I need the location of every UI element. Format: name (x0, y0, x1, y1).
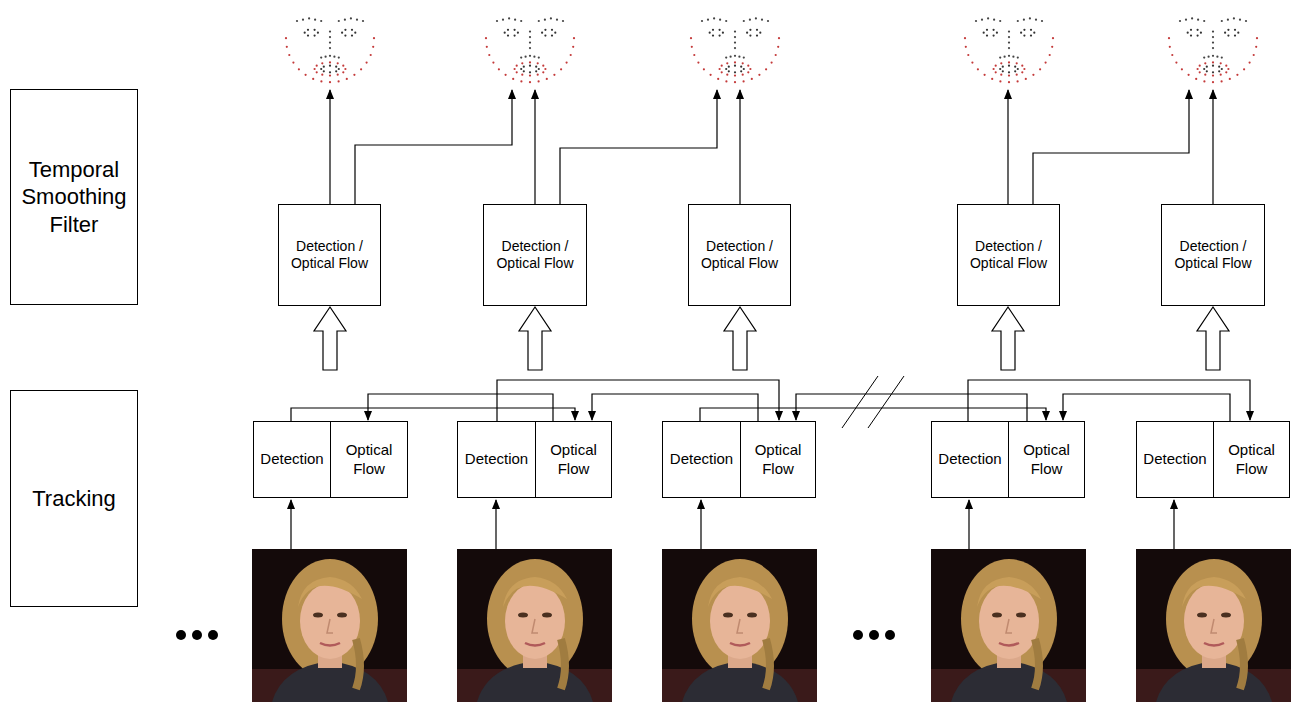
video-frames (252, 549, 1291, 702)
ellipsis-dot (885, 630, 895, 640)
flow-connector (700, 408, 1046, 421)
ellipsis-dot (192, 630, 202, 640)
detection-box: Detection (457, 421, 536, 498)
box-text: Optical Flow (1013, 441, 1080, 479)
landmark-cloud (964, 17, 1054, 83)
optical-flow-box: Optical Flow (535, 421, 612, 498)
flow-connector (368, 394, 553, 421)
landmark-cloud (485, 17, 575, 83)
output-arrow (1007, 90, 1008, 204)
flow-connector (497, 380, 779, 421)
process-box: Detection / Optical Flow (957, 204, 1060, 306)
landmark-cloud (1168, 17, 1258, 83)
input-arrow (1173, 500, 1174, 549)
flow-connector (796, 394, 1027, 421)
smoothing-arrow (560, 90, 717, 204)
box-text: Detection / Optical Flow (283, 238, 376, 273)
box-text: Detection (1143, 450, 1206, 469)
block-arrow (992, 307, 1024, 370)
input-arrows (291, 500, 1174, 549)
box-text: Detection (260, 450, 323, 469)
landmark-clouds (285, 17, 1258, 83)
smoothing-arrow (1033, 90, 1189, 204)
box-text: Tracking (32, 485, 116, 513)
video-frame (662, 549, 817, 702)
box-text: Detection / Optical Flow (962, 238, 1055, 273)
detection-box: Detection (931, 421, 1009, 498)
box-text: Detection (465, 450, 528, 469)
process-box: Detection / Optical Flow (1161, 204, 1265, 306)
box-text: Detection / Optical Flow (693, 238, 786, 273)
output-arrow (329, 90, 330, 204)
video-frame (1136, 549, 1291, 702)
optical-flow-box: Optical Flow (740, 421, 816, 498)
landmark-cloud (690, 17, 780, 83)
flow-connector (291, 408, 575, 421)
ellipsis-dot (869, 630, 879, 640)
flow-connector (1063, 394, 1230, 421)
optical-flow-box: Optical Flow (1008, 421, 1085, 498)
ellipsis-dot (208, 630, 218, 640)
break-slash (868, 376, 904, 428)
break-slash (842, 376, 878, 428)
block-arrow (314, 307, 346, 370)
detection-box: Detection (253, 421, 331, 498)
detection-box: Detection (662, 421, 741, 498)
ellipsis-dot (176, 630, 186, 640)
box-text: Optical Flow (540, 441, 607, 479)
video-frame (252, 549, 407, 702)
ellipsis-dots (176, 630, 895, 640)
box-text: Detection (670, 450, 733, 469)
video-frame (457, 549, 612, 702)
box-text: Detection / Optical Flow (1166, 238, 1260, 273)
output-arrow (1212, 90, 1213, 204)
box-text: Optical Flow (1218, 441, 1285, 479)
video-frame (931, 549, 1086, 702)
stage-label: Temporal Smoothing Filter (10, 89, 138, 305)
output-arrow (534, 90, 535, 204)
landmark-cloud (285, 17, 375, 83)
smoothing-arrows (330, 90, 1213, 204)
block-arrows (314, 307, 1229, 370)
output-arrow (739, 90, 740, 204)
box-text: Optical Flow (745, 441, 811, 479)
input-arrow (495, 500, 496, 549)
optical-flow-box: Optical Flow (1213, 421, 1290, 498)
box-text: Detection (938, 450, 1001, 469)
block-arrow (519, 307, 551, 370)
block-arrow (1197, 307, 1229, 370)
input-arrow (968, 500, 969, 549)
input-arrow (700, 500, 701, 549)
block-arrow (724, 307, 756, 370)
box-text: Optical Flow (335, 441, 403, 479)
break-mark (842, 376, 904, 428)
box-text: Detection / Optical Flow (488, 238, 582, 273)
flow-connector (968, 380, 1250, 421)
process-box: Detection / Optical Flow (688, 204, 791, 306)
optical-flow-box: Optical Flow (330, 421, 408, 498)
process-box: Detection / Optical Flow (483, 204, 587, 306)
process-box: Detection / Optical Flow (278, 204, 381, 306)
smoothing-arrow (355, 90, 512, 204)
ellipsis-dot (853, 630, 863, 640)
input-arrow (290, 500, 291, 549)
detection-box: Detection (1136, 421, 1214, 498)
stage-label: Tracking (10, 390, 138, 607)
box-text: Temporal Smoothing Filter (15, 156, 133, 239)
